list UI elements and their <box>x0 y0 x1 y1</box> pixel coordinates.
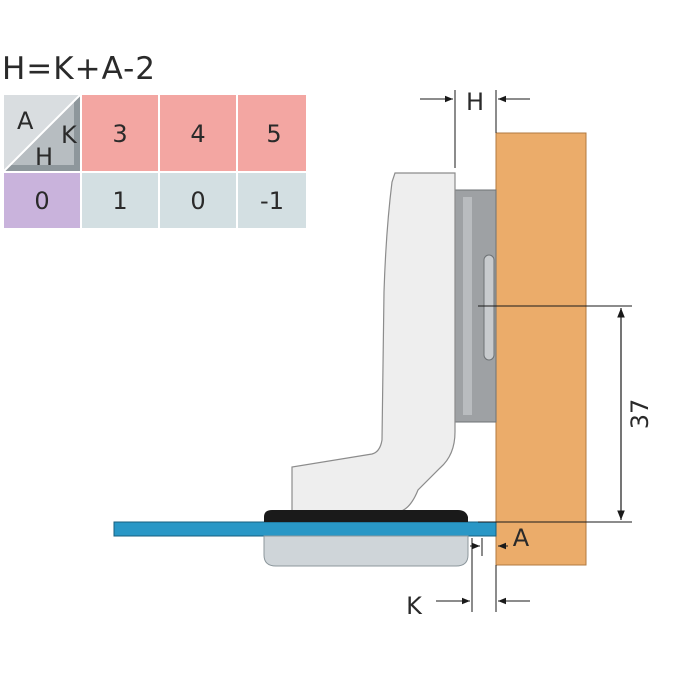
label-k: K <box>406 592 423 620</box>
mounting-plate-rail <box>463 197 472 415</box>
table-corner-cell: A K H <box>4 95 81 172</box>
h-value-3: -1 <box>260 187 284 215</box>
h-cell-1 <box>82 173 158 228</box>
label-a: A <box>513 524 530 552</box>
a-value: 0 <box>34 187 49 215</box>
k-value-1: 3 <box>112 120 127 148</box>
corner-label-h: H <box>35 143 53 171</box>
dimension-37: 37 <box>626 399 654 430</box>
cabinet-panel <box>495 132 587 566</box>
h-value-1: 1 <box>112 187 127 215</box>
mounting-plate-slot <box>483 254 495 361</box>
k-value-3: 5 <box>266 120 281 148</box>
rubber-gasket <box>264 510 468 522</box>
h-value-2: 0 <box>190 187 205 215</box>
a-cell <box>4 173 80 228</box>
label-h: H <box>466 88 484 116</box>
lookup-table: A K H 3 4 5 0 1 0 -1 <box>4 95 306 228</box>
glass-door <box>113 521 497 537</box>
hinge-arm <box>291 172 456 513</box>
h-cell-3 <box>238 173 306 228</box>
corner-label-k: K <box>61 121 78 149</box>
corner-label-a: A <box>17 107 34 135</box>
hinge-cup <box>263 535 469 567</box>
k-cell-3 <box>238 95 306 171</box>
k-cell-1 <box>82 95 158 171</box>
k-cell-2 <box>160 95 236 171</box>
k-value-2: 4 <box>190 120 205 148</box>
formula-text: H=K+A-2 <box>2 51 157 87</box>
h-cell-2 <box>160 173 236 228</box>
